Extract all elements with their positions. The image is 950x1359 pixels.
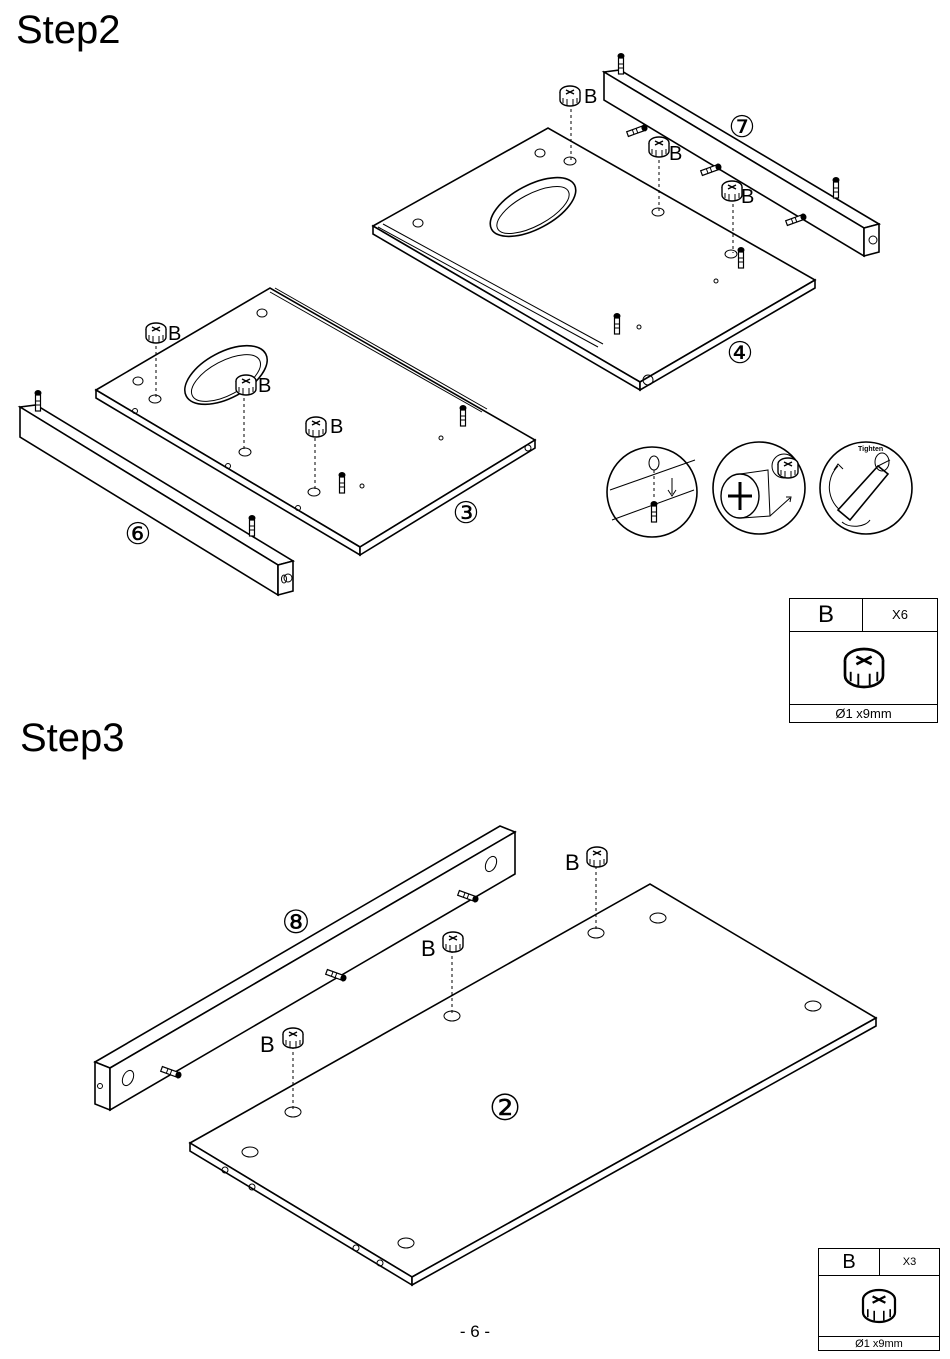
- parts-box-quantity: X6: [863, 599, 937, 631]
- part-label-8: ⑧: [282, 904, 311, 940]
- fitting-label-b: B: [258, 375, 271, 397]
- parts-box-step3: B X3 Ø1 x9mm: [818, 1248, 940, 1351]
- parts-box-letter: B: [819, 1249, 880, 1275]
- page-number: - 6 -: [440, 1322, 510, 1342]
- fitting-label-b: B: [584, 86, 597, 108]
- tighten-label: Tighten: [858, 446, 883, 453]
- part-label-2: ②: [489, 1087, 521, 1128]
- part-label-4: ④: [727, 337, 754, 370]
- insert-cam-detail-icon: [607, 447, 697, 537]
- fitting-label-b: B: [168, 323, 181, 345]
- parts-box-quantity: X3: [880, 1249, 939, 1275]
- fitting-label-b: B: [260, 1032, 275, 1057]
- parts-box-spec: Ø1 x9mm: [819, 1337, 939, 1351]
- fitting-label-b: B: [565, 850, 580, 875]
- rotate-cam-detail-icon: [713, 442, 805, 534]
- fitting-label-b: B: [421, 936, 436, 961]
- cam-lock-fitting-icon: [854, 1285, 904, 1327]
- cam-lock-fitting-icon: [834, 643, 894, 693]
- part-label-3: ③: [453, 497, 480, 530]
- parts-box-letter: B: [790, 599, 863, 631]
- tighten-screwdriver-detail-icon: Tighten: [820, 442, 912, 534]
- parts-box-spec: Ø1 x9mm: [790, 705, 937, 722]
- parts-box-step2: B X6 Ø1 x9mm: [789, 598, 938, 723]
- fitting-label-b: B: [330, 416, 343, 438]
- part-label-6: ⑥: [125, 518, 152, 551]
- part-label-7: ⑦: [729, 111, 756, 144]
